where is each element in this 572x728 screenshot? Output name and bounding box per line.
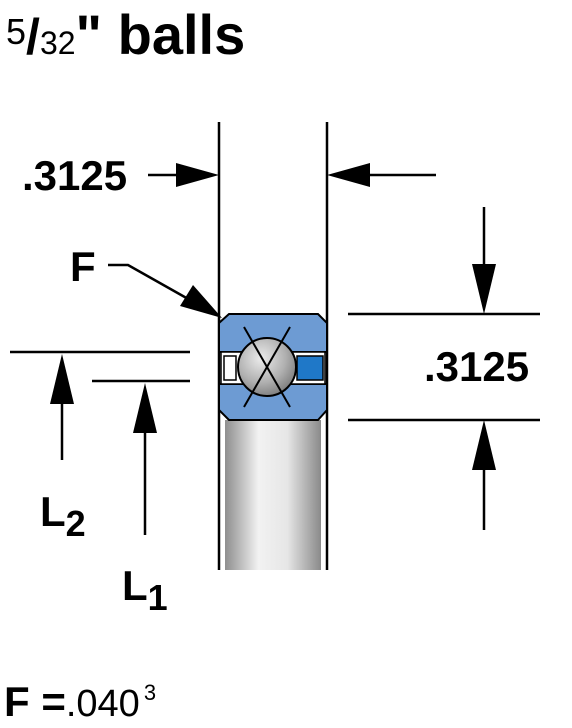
outer-ring-bottom <box>218 383 328 421</box>
left-seal <box>223 355 237 381</box>
l1-label: L1 <box>122 562 168 618</box>
chamfer-spec-footnote: 3 <box>143 680 157 705</box>
height-dimension-label: .3125 <box>424 343 529 390</box>
l1-subscript: 1 <box>148 577 168 618</box>
right-seal <box>296 355 324 381</box>
arrow-left-icon <box>327 163 370 187</box>
chamfer-leader-line <box>108 263 191 302</box>
title-fraction-numerator: 5 <box>6 11 27 52</box>
inner-ring-body <box>225 420 321 570</box>
bearing-section <box>218 313 328 421</box>
l2-subscript: 2 <box>66 503 86 544</box>
l2-letter: L <box>40 488 66 535</box>
l2-arrow-up-icon <box>50 354 74 404</box>
ball-icon <box>237 326 297 408</box>
l1-arrow-up-icon <box>133 383 157 433</box>
title-unit-label: " balls <box>75 3 246 66</box>
l1-letter: L <box>122 562 148 609</box>
chamfer-label: F <box>70 243 96 290</box>
diagram-title: 5/32" balls <box>6 2 245 67</box>
arrow-right-icon <box>176 163 219 187</box>
arrow-up-icon <box>472 420 496 470</box>
chamfer-spec-label: F = <box>4 678 66 725</box>
title-fraction-slash: / <box>26 9 40 65</box>
arrow-down-icon <box>472 264 496 314</box>
width-dimension-label: .3125 <box>22 152 127 199</box>
chamfer-arrow-icon <box>180 285 222 318</box>
outer-ring-top <box>218 313 328 353</box>
title-fraction-denominator: 32 <box>39 25 76 61</box>
chamfer-spec-value: .040 <box>65 683 140 725</box>
l2-label: L2 <box>40 488 86 544</box>
